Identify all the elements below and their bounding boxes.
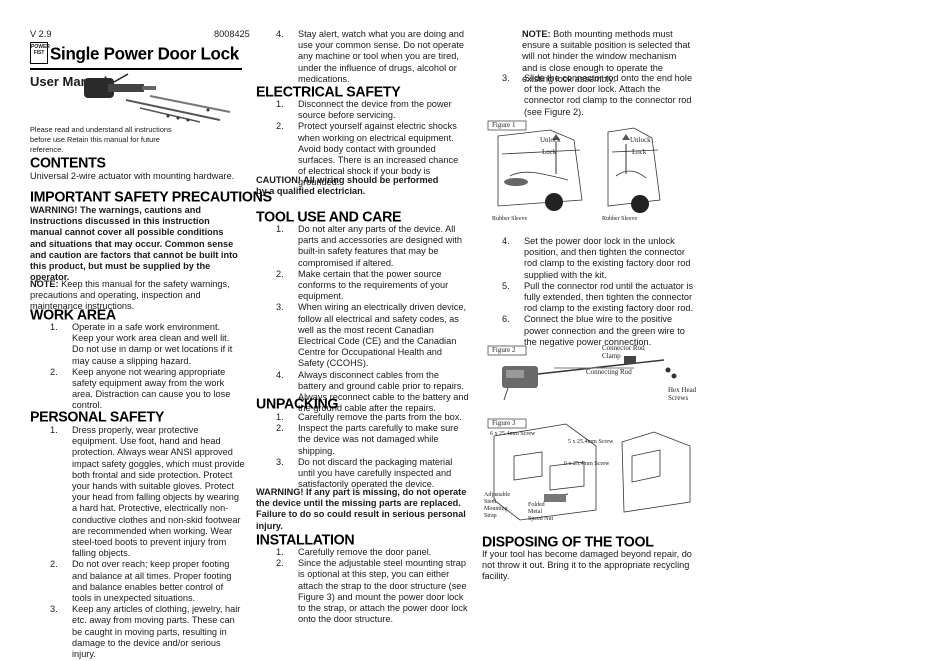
list-item: 2.Since the adjustable steel mounting st… <box>276 558 468 625</box>
figure-1-label: Figure 1 <box>492 121 516 129</box>
disposal-heading: DISPOSING OF THE TOOL <box>482 534 654 551</box>
version-label: V 2.9 <box>30 29 52 39</box>
list-item: 1.Dress properly, wear protective equipm… <box>50 425 245 559</box>
work-area-heading: WORK AREA <box>30 307 116 324</box>
figure-3-screw-b: 5 x 25.4mm Screw <box>568 439 614 445</box>
figure-1-lock-a: Lock <box>542 148 557 156</box>
unpacking-heading: UNPACKING <box>256 396 339 413</box>
list-item: 1.Disconnect the device from the power s… <box>276 99 452 121</box>
list-item: 4.Always disconnect cables from the batt… <box>276 369 469 414</box>
page-title: Single Power Door Lock <box>50 44 239 64</box>
personal-safety-heading: PERSONAL SAFETY <box>30 409 164 426</box>
installation-note: NOTE: Both mounting methods must ensure … <box>522 29 692 85</box>
safety-note-text: Keep this manual for the safety warnings… <box>30 279 230 312</box>
figure-2-label: Figure 2 <box>492 346 516 354</box>
installation-list-cont-a: 3.Slide the connector rod onto the end h… <box>482 73 694 118</box>
title-rule <box>30 68 242 70</box>
list-item: 4.Set the power door lock in the unlock … <box>502 236 691 280</box>
tool-use-list: 1.Do not alter any parts of the device. … <box>256 224 469 414</box>
figure-1-unlock-b: Unlock <box>630 136 651 144</box>
list-item: 2.Do not over reach; keep proper footing… <box>50 559 232 604</box>
figure-1-sleeve-a: Rubber Sleeve <box>492 216 528 222</box>
electrical-caution: CAUTION! All wiring should be performed … <box>256 175 439 197</box>
list-item: 6.Connect the blue wire to the positive … <box>502 314 685 347</box>
list-item: 1.Carefully remove the door panel. <box>276 547 432 557</box>
personal-safety-list: 1.Dress properly, wear protective equipm… <box>30 425 245 660</box>
installation-note-label: NOTE: <box>522 29 551 39</box>
list-item: 3.Keep any articles of clothing, jewelry… <box>50 604 241 660</box>
figure-1-sleeve-b: Rubber Sleeve <box>602 216 638 222</box>
figure-2-screws: Hex Head Screws <box>668 386 697 402</box>
contents-text: Universal 2-wire actuator with mounting … <box>30 171 235 181</box>
figure-3-nut: Folded Metal Speed Nut <box>528 502 554 522</box>
figure-1-unlock-a: Unlock <box>540 136 561 144</box>
product-image <box>80 72 242 126</box>
safety-note: NOTE: Keep this manual for the safety wa… <box>30 279 245 313</box>
read-note: Please read and understand all instructi… <box>30 125 172 154</box>
safety-note-label: NOTE: <box>30 279 59 289</box>
electrical-heading: ELECTRICAL SAFETY <box>256 84 401 101</box>
list-item: 2.Protect yourself against electric shoc… <box>276 121 459 188</box>
figure-1: Figure 1 Unlock Lock Unlock Lock Rubber … <box>484 116 696 224</box>
figure-3-label: Figure 3 <box>492 419 516 427</box>
list-item: 1.Operate in a safe work environment. Ke… <box>50 322 233 366</box>
list-item: 4.Stay alert, watch what you are doing a… <box>276 29 464 84</box>
list-item: 1.Carefully remove the parts from the bo… <box>276 412 462 422</box>
figure-3-strap: Adjustable Steel Mounting Strap <box>484 492 510 519</box>
model-number: 8008425 <box>214 29 250 39</box>
unpacking-warning: WARNING! If any part is missing, do not … <box>256 487 467 531</box>
figure-1-lock-b: Lock <box>632 148 647 156</box>
list-item: 3.When wiring an electrically driven dev… <box>276 302 466 369</box>
figure-2-clamp: Connector Rod Clamp <box>602 344 645 360</box>
installation-list: 1.Carefully remove the door panel. 2.Sin… <box>256 547 468 625</box>
tool-use-heading: TOOL USE AND CARE <box>256 209 402 226</box>
electrical-list: 1.Disconnect the device from the power s… <box>256 99 468 189</box>
safety-heading: IMPORTANT SAFETY PRECAUTIONS <box>30 189 272 206</box>
figure-2: Figure 2 Connector Rod Clamp Connecting … <box>484 342 696 404</box>
disposal-text: If your tool has become damaged beyond r… <box>482 549 692 582</box>
figure-3-screw-c: 6 x 25.4mm Screw <box>564 461 610 467</box>
contents-heading: CONTENTS <box>30 155 106 172</box>
unpacking-list: 1.Carefully remove the parts from the bo… <box>256 412 468 490</box>
list-item: 3.Slide the connector rod onto the end h… <box>502 73 693 117</box>
personal-safety-list-cont: 4.Stay alert, watch what you are doing a… <box>256 29 468 85</box>
list-item: 2.Keep anyone not wearing appropriate sa… <box>50 366 231 411</box>
list-item: 3.Do not discard the packaging material … <box>276 456 453 490</box>
safety-warning: WARNING! The warnings, cautions and inst… <box>30 205 238 283</box>
work-area-list: 1.Operate in a safe work environment. Ke… <box>30 322 243 412</box>
installation-heading: INSTALLATION <box>256 532 355 549</box>
figure-3: Figure 3 6 x 25.4mm Screw 5 x 25.4mm Scr… <box>484 416 696 524</box>
installation-note-text: Both mounting methods must ensure a suit… <box>522 29 691 84</box>
list-item: 5.Pull the connector rod until the actua… <box>502 280 694 314</box>
list-item: 2.Make certain that the power source con… <box>276 268 449 302</box>
figure-3-screw-a: 6 x 25.4mm Screw <box>490 431 536 437</box>
list-item: 1.Do not alter any parts of the device. … <box>276 224 462 268</box>
brand-logo-text: POWER FIST <box>31 44 50 56</box>
brand-logo: POWER FIST <box>30 42 50 64</box>
installation-list-cont-b: 4.Set the power door lock in the unlock … <box>482 236 696 348</box>
figure-2-rod: Connecting Rod <box>586 368 632 376</box>
list-item: 2.Inspect the parts carefully to make su… <box>276 423 459 456</box>
